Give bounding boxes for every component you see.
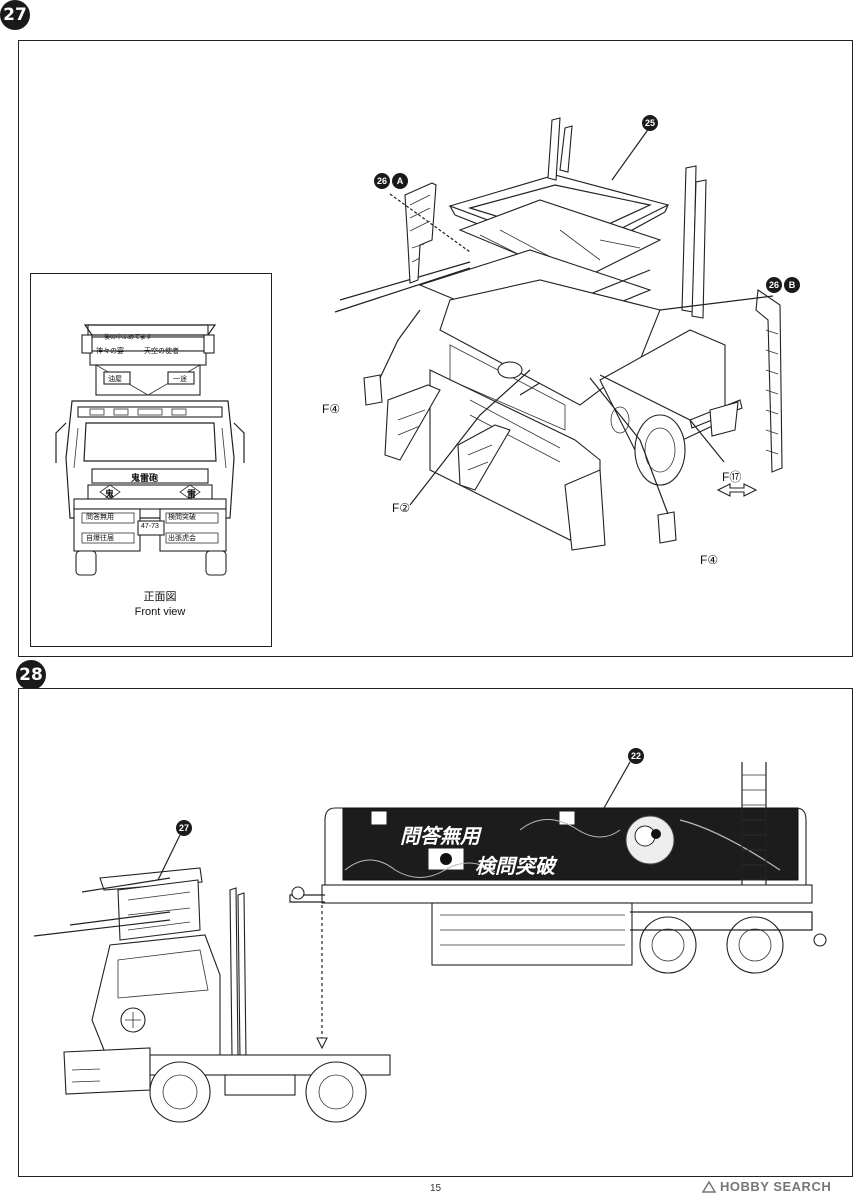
label-f17: F⑰	[722, 470, 742, 484]
sign-left-upper: 神々の宴	[96, 348, 124, 355]
part-22-badge: 22	[628, 748, 644, 764]
sign-mid-left: 油屋	[108, 376, 122, 383]
sign-right-upper: 天空の使者	[144, 348, 179, 355]
part-25-badge: 25	[642, 115, 658, 131]
label-f4-left: F④	[322, 402, 341, 416]
part-25-number: 25	[644, 118, 655, 128]
step-27-number: 27	[3, 5, 27, 25]
panel-l2: 自爆往届	[86, 535, 114, 542]
watermark: HOBBY SEARCH	[701, 1179, 832, 1194]
part-26a-letter-text: A	[396, 176, 404, 186]
part-26b-letter-text: B	[788, 280, 796, 290]
step-27-exploded-drawing	[334, 117, 783, 551]
tank-art-line2: 検問突破	[475, 856, 555, 878]
step-27-badge: 27	[0, 0, 30, 30]
bumper-center: 鬼雷砲	[131, 473, 159, 483]
part-26b-badge: 26	[766, 277, 782, 293]
front-view-caption-jp: 正面図	[143, 591, 177, 603]
bumper-right: 雷	[187, 489, 197, 499]
page-number: 15	[430, 1183, 442, 1194]
tank-art-line1: 問答無用	[400, 826, 480, 848]
part-26a-badge: 26	[374, 173, 390, 189]
part-27-badge: 27	[176, 820, 192, 836]
part-26b-letter: B	[784, 277, 800, 293]
part-26a-letter: A	[392, 173, 408, 189]
part-26a-number: 26	[376, 176, 387, 186]
bumper-left: 鬼	[105, 489, 115, 499]
part-22-number: 22	[630, 751, 641, 761]
label-f4-right: F④	[700, 553, 719, 567]
part-26b-number: 26	[768, 280, 779, 290]
sign-mid-right: 一途	[173, 376, 187, 383]
hobby-search-logo-icon	[701, 1180, 717, 1193]
step-28-number: 28	[19, 665, 43, 685]
label-f2: F②	[392, 501, 411, 515]
part-27-number: 27	[178, 823, 189, 833]
front-view-drawing	[55, 324, 245, 576]
sign-top: 後の中ふめてます	[104, 335, 152, 341]
front-view-caption-en: Front view	[134, 606, 186, 618]
step-28-badge: 28	[16, 660, 46, 690]
license-plate: 47-73	[141, 523, 159, 530]
panel-l1: 問答無用	[86, 514, 114, 521]
panel-r2: 出張虎会	[168, 535, 196, 542]
watermark-text: HOBBY SEARCH	[720, 1179, 832, 1194]
panel-r1: 検問突破	[168, 514, 196, 521]
